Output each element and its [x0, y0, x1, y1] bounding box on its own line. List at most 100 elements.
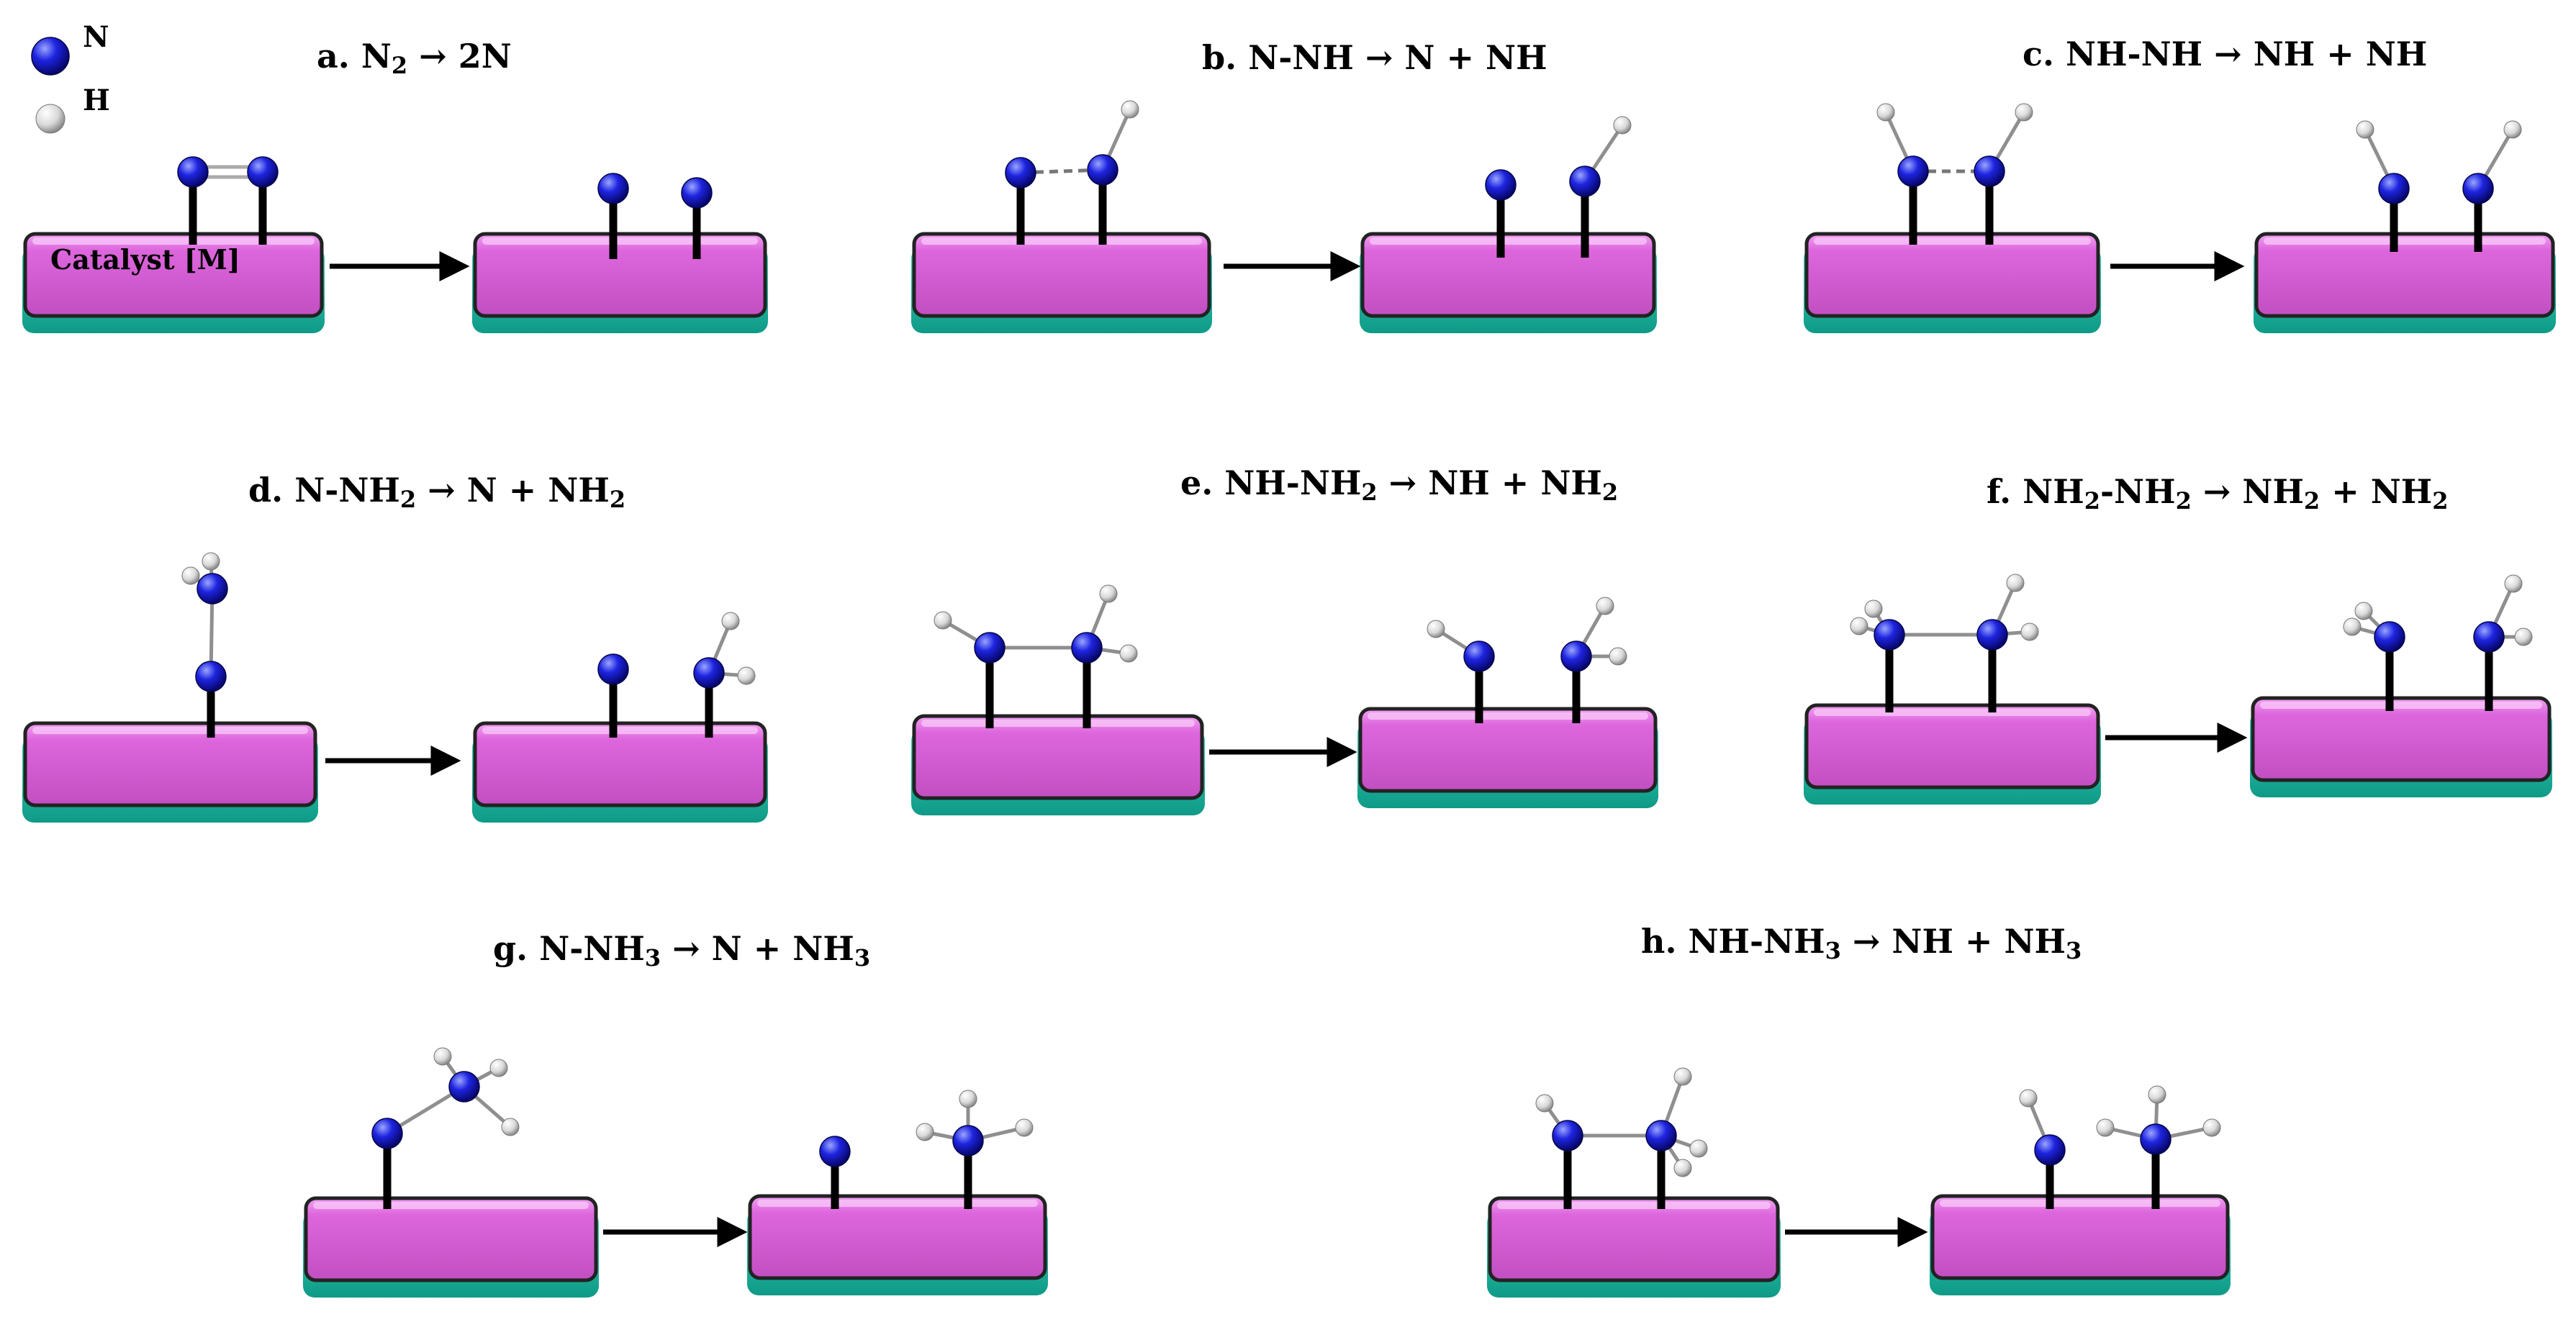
hydrogen-atom: [1673, 1159, 1692, 1177]
catalyst-surface: [2254, 232, 2555, 318]
hydrogen-atom: [721, 612, 740, 630]
surface-highlight: [1814, 237, 2091, 245]
hydrogen-atom: [2148, 1085, 2166, 1104]
surface-highlight: [2260, 702, 2542, 709]
catalyst-slab-a-product: [472, 232, 768, 333]
hydrogen-atom: [1427, 620, 1445, 638]
hydrogen-atom: [959, 1090, 977, 1108]
catalyst-surface: [23, 232, 324, 318]
catalyst-slab-h-product: [1930, 1194, 2231, 1295]
nitrogen-atom: [31, 37, 70, 76]
reaction-title-c: c. NH-NH → NH + NH: [2023, 35, 2428, 73]
surface-highlight: [482, 237, 758, 245]
nitrogen-atom: [448, 1071, 480, 1103]
surface-highlight: [757, 1200, 1038, 1207]
catalyst-slab-d-product: [472, 721, 768, 823]
hydrogen-atom: [489, 1059, 508, 1077]
hydrogen-atom: [737, 666, 756, 685]
catalyst-slab-d-reactant: [22, 721, 318, 823]
hydrogen-atom: [1609, 647, 1627, 666]
hydrogen-atom: [2006, 574, 2025, 592]
surface-highlight: [921, 720, 1195, 727]
nitrogen-atom: [952, 1125, 984, 1156]
catalyst-surface: [304, 1196, 598, 1282]
nitrogen-atom: [1005, 157, 1036, 189]
surface-highlight: [32, 727, 308, 734]
nitrogen-atom: [1071, 632, 1103, 664]
reaction-title-a: a. N2 → 2N: [317, 37, 512, 79]
hydrogen-atom: [916, 1123, 934, 1141]
catalyst-surface: [473, 232, 767, 318]
hydrogen-atom: [35, 104, 65, 134]
hydrogen-atom: [1119, 644, 1138, 663]
nitrogen-atom: [177, 156, 209, 188]
hydrogen-atom: [2514, 628, 2533, 646]
nitrogen-atom: [974, 632, 1005, 664]
catalyst-slab-e-product: [1357, 707, 1658, 808]
surface-highlight: [1370, 237, 1647, 245]
hydrogen-atom: [1535, 1094, 1554, 1113]
reaction-title-e: e. NH-NH2 → NH + NH2: [1180, 463, 1619, 506]
nitrogen-atom: [2462, 173, 2494, 204]
reaction-title-g: g. N-NH3 → N + NH3: [493, 929, 871, 972]
hydrogen-atom: [1613, 116, 1632, 135]
reaction-title-b: b. N-NH → N + NH: [1202, 38, 1547, 77]
nitrogen-atom: [693, 657, 725, 689]
hydrogen-atom: [1121, 100, 1139, 119]
hydrogen-atom: [1673, 1067, 1692, 1086]
nitrogen-atom: [1552, 1120, 1583, 1151]
catalyst-surface: [748, 1194, 1047, 1280]
catalyst-slab-f-reactant: [1804, 703, 2101, 805]
surface-highlight: [1814, 709, 2091, 716]
surface-highlight: [1497, 1202, 1771, 1209]
nitrogen-atom: [1463, 640, 1495, 672]
nitrogen-atom: [2473, 621, 2505, 653]
hydrogen-atom: [1864, 599, 1883, 618]
hydrogen-atom: [2356, 120, 2374, 139]
hydrogen-atom: [2354, 602, 2373, 620]
surface-highlight: [32, 237, 315, 245]
hydrogen-atom: [2343, 617, 2362, 636]
hydrogen-atom: [1596, 597, 1614, 615]
hydrogen-atom: [501, 1118, 520, 1136]
catalyst-slab-c-product: [2254, 232, 2556, 333]
nitrogen-atom: [196, 573, 228, 605]
nitrogen-atom: [1976, 619, 2008, 651]
legend-n-label: N: [83, 20, 109, 54]
reaction-title-h: h. NH-NH3 → NH + NH3: [1641, 922, 2082, 964]
surface-highlight: [2264, 237, 2546, 245]
surface-highlight: [1368, 712, 1648, 720]
nitrogen-atom: [2034, 1134, 2066, 1166]
hydrogen-atom: [433, 1047, 452, 1066]
nitrogen-atom: [681, 177, 713, 209]
nitrogen-atom: [371, 1118, 403, 1149]
hydrogen-atom: [2015, 103, 2033, 122]
hydrogen-atom: [2504, 574, 2523, 593]
catalyst-surface: [2251, 696, 2552, 782]
reaction-title-f: f. NH2-NH2 → NH2 + NH2: [1987, 472, 2449, 515]
hydrogen-atom: [934, 611, 952, 630]
surface-highlight: [921, 237, 1202, 245]
catalyst-slab-c-reactant: [1804, 232, 2101, 333]
catalyst-slab-b-reactant: [911, 232, 1212, 333]
nitrogen-atom: [1560, 640, 1592, 672]
legend-h-label: H: [83, 83, 110, 117]
hydrogen-atom: [2019, 1089, 2038, 1108]
nitrogen-atom: [597, 653, 629, 685]
catalyst-surface: [912, 232, 1211, 318]
catalyst-slab-g-product: [747, 1194, 1048, 1295]
catalyst-surface: [1358, 707, 1658, 793]
hydrogen-atom: [1876, 103, 1895, 122]
nitrogen-atom: [1974, 155, 2005, 187]
catalyst-surface: [1804, 232, 2100, 318]
catalyst-surface: [1930, 1194, 2230, 1280]
hydrogen-atom: [2096, 1118, 2115, 1137]
surface-highlight: [1940, 1200, 2220, 1207]
surface-highlight: [313, 1202, 589, 1209]
catalyst-surface: [912, 714, 1204, 800]
hydrogen-atom: [2020, 622, 2039, 641]
catalyst-surface: [473, 721, 767, 807]
catalyst-label: Catalyst [M]: [50, 243, 240, 276]
